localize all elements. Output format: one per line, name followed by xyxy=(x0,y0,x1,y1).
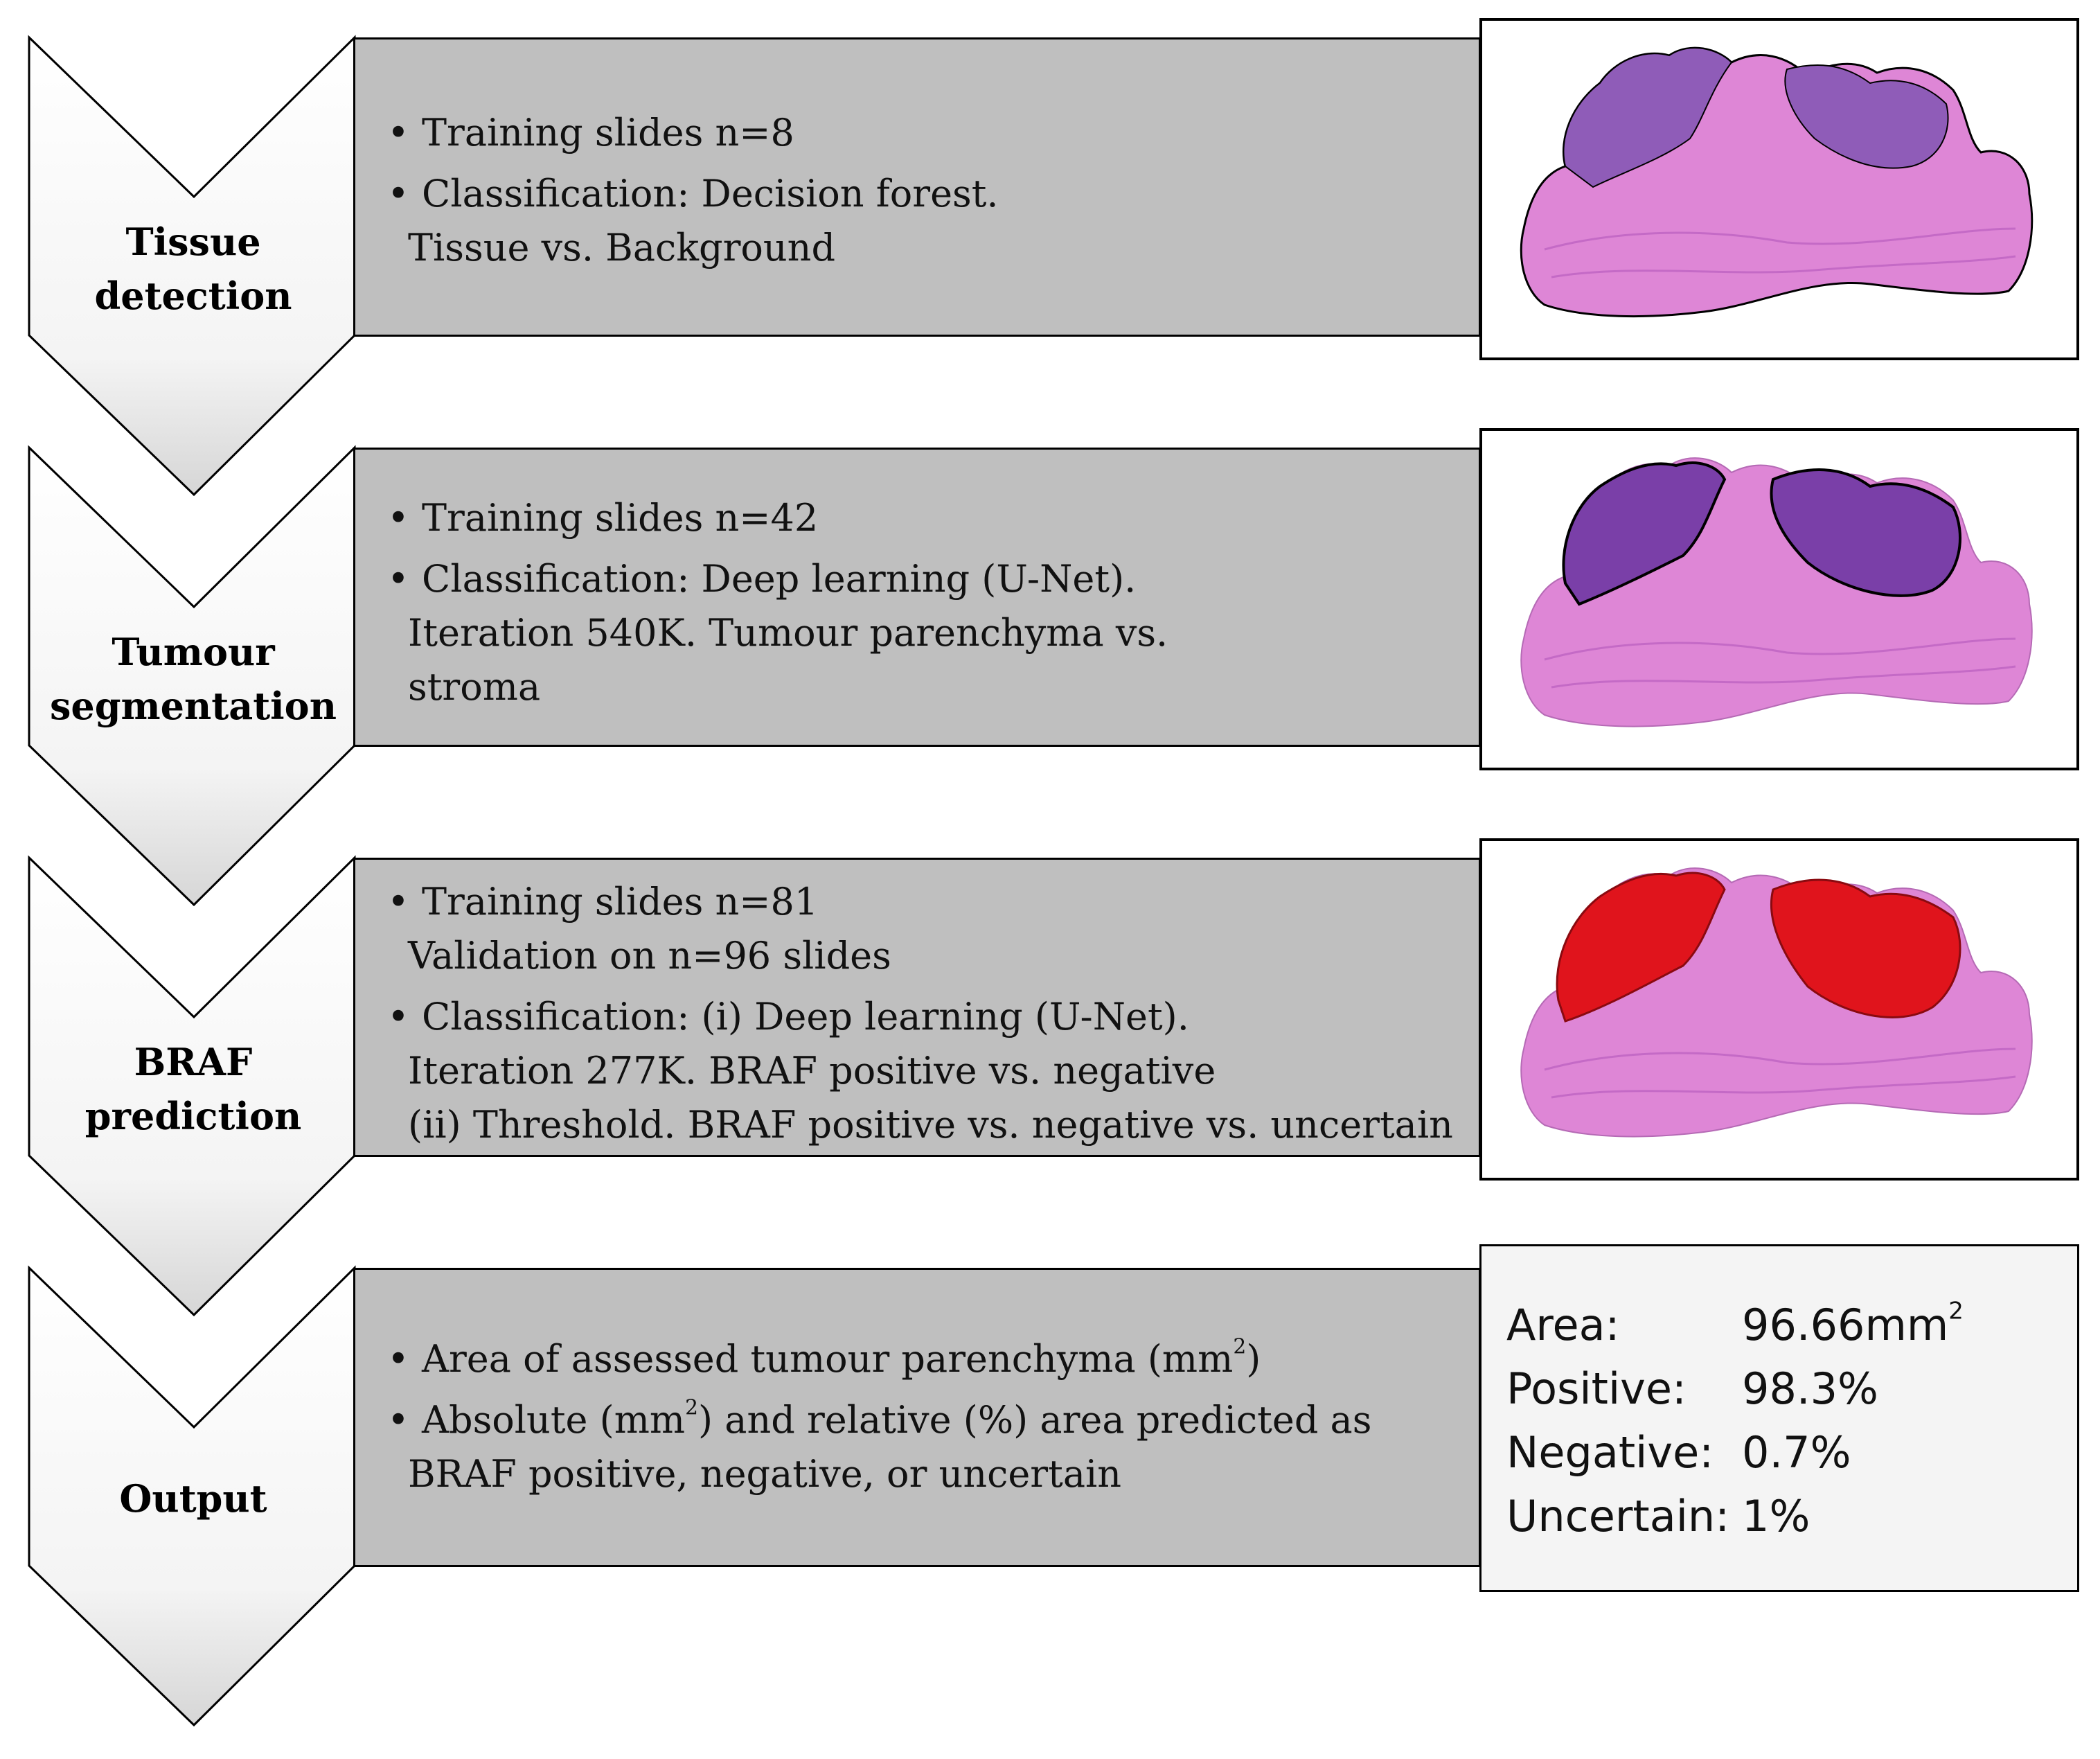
tumour-slide-figure xyxy=(1520,457,2033,727)
result-row-positive: Positive: 98.3% xyxy=(1506,1363,1878,1414)
bullet-icon: • xyxy=(387,995,409,1038)
bullet-icon: • xyxy=(387,1337,409,1381)
result-row-area: Area: 96.66mm2 xyxy=(1506,1297,1964,1350)
bullet-item: • Training slides n=42 xyxy=(387,491,1479,545)
bullet-icon: • xyxy=(387,557,409,601)
bullet-icon: • xyxy=(387,880,409,923)
output-line-area: Area of assessed tumour parenchyma (mm2) xyxy=(422,1334,1261,1381)
bullet-list: • Area of assessed tumour parenchyma (mm… xyxy=(355,1332,1479,1501)
output-line-absolute: Absolute (mm2) and relative (%) area pre… xyxy=(422,1395,1372,1442)
slide-image-braf-prediction xyxy=(1479,838,2079,1181)
bullet-item: • Training slides n=8 xyxy=(387,106,1479,160)
bullet-item: • Classification: Decision forest. Tissu… xyxy=(387,167,1479,275)
bullet-icon: • xyxy=(387,111,409,154)
bullet-item: • Classification: (i) Deep learning (U-N… xyxy=(387,990,1479,1152)
slide-image-tissue-detection xyxy=(1479,18,2079,360)
bullet-list: • Training slides n=8 • Classification: … xyxy=(355,106,1479,275)
result-row-uncertain: Uncertain: 1% xyxy=(1506,1491,1810,1541)
result-row-negative: Negative: 0.7% xyxy=(1506,1427,1851,1478)
step-box-output: • Area of assessed tumour parenchyma (mm… xyxy=(353,1268,1481,1567)
step-box-braf-prediction: • Training slides n=81 Validation on n=9… xyxy=(353,858,1481,1157)
bullet-icon: • xyxy=(387,172,409,215)
step-box-tissue-detection: • Training slides n=8 • Classification: … xyxy=(353,37,1481,337)
bullet-item: • Classification: Deep learning (U-Net).… xyxy=(387,552,1479,714)
bullet-icon: • xyxy=(387,1398,409,1442)
bullet-item: • Area of assessed tumour parenchyma (mm… xyxy=(387,1332,1479,1386)
step-label-output: Output xyxy=(119,1476,267,1521)
slide-image-tumour-segmentation xyxy=(1479,428,2079,770)
step-box-tumour-segmentation: • Training slides n=42 • Classification:… xyxy=(353,448,1481,747)
bullet-list: • Training slides n=81 Validation on n=9… xyxy=(355,875,1479,1152)
bullet-list: • Training slides n=42 • Classification:… xyxy=(355,491,1479,714)
bullet-icon: • xyxy=(387,496,409,540)
bullet-item: • Training slides n=81 Validation on n=9… xyxy=(387,875,1479,983)
bullet-item: • Absolute (mm2) and relative (%) area p… xyxy=(387,1393,1479,1501)
braf-slide-figure xyxy=(1520,867,2033,1138)
results-box: Area: 96.66mm2 Positive: 98.3% Negative:… xyxy=(1479,1244,2079,1592)
tissue-slide-figure xyxy=(1520,46,2034,318)
